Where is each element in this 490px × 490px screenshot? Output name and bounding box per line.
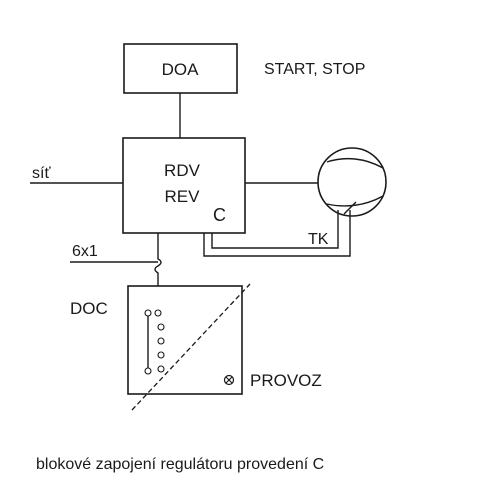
start-stop-label: START, STOP <box>264 61 365 78</box>
selector-contacts <box>144 309 165 375</box>
mains-label: síť <box>32 165 51 182</box>
pump-blade-lower <box>326 195 384 207</box>
cable-6x1-wire <box>154 233 162 286</box>
c-label: C <box>213 205 226 225</box>
tk-wire-inner <box>211 210 339 249</box>
diagram-caption: blokové zapojení regulátoru provedení C <box>36 456 324 473</box>
pump-symbol <box>317 147 387 217</box>
doc-box <box>127 285 243 395</box>
tk-wire-outer <box>203 210 351 257</box>
provoz-lamp-icon <box>223 374 235 386</box>
cable-6x1-label: 6x1 <box>72 243 98 260</box>
doc-label: DOC <box>70 299 108 318</box>
pump-blade-upper <box>326 157 384 169</box>
controller-box <box>122 137 246 234</box>
tk-label: TK <box>308 231 329 248</box>
doa-label: DOA <box>162 60 200 79</box>
cover-dashed-line <box>131 283 251 411</box>
rev-label: REV <box>165 187 201 206</box>
provoz-label: PROVOZ <box>250 371 322 390</box>
tk-contact-mark <box>343 201 357 215</box>
rdv-label: RDV <box>164 161 201 180</box>
